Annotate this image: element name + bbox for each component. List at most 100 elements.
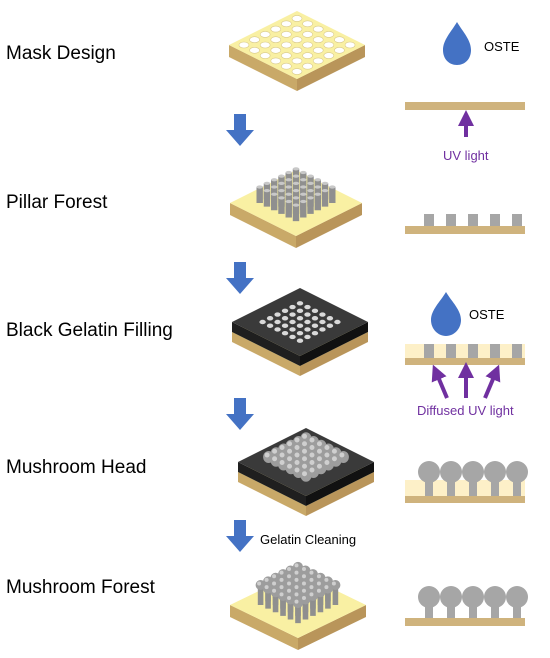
- mask-hole: [312, 47, 324, 54]
- mask-hole: [302, 20, 313, 28]
- pillar-top: [307, 181, 314, 185]
- pillar-top: [285, 170, 292, 175]
- substrate-mushroom-head: [238, 428, 374, 516]
- mushroom-highlight: [287, 588, 292, 593]
- pillar-top: [271, 185, 278, 189]
- mushroom-highlight: [309, 437, 315, 443]
- mushroom-highlight: [309, 452, 315, 458]
- substrate-pillar-forest: [230, 167, 362, 248]
- pillar-top: [274, 327, 281, 332]
- mushroom-highlight: [331, 581, 336, 586]
- pillar-top: [314, 185, 321, 189]
- pillar-top: [285, 199, 292, 204]
- cross-section-pillars: [405, 214, 525, 234]
- mask-hole: [323, 41, 335, 49]
- mushroom-stem: [447, 600, 455, 618]
- pillar-top: [271, 192, 278, 196]
- mushroom-highlight: [316, 581, 321, 586]
- mask-hole: [259, 41, 271, 49]
- mushroom-stem: [302, 601, 309, 620]
- mushroom-cap: [484, 461, 506, 483]
- mushroom-highlight: [294, 437, 300, 443]
- base-plate: [405, 358, 525, 365]
- pillar-top: [285, 178, 292, 182]
- mask-hole: [281, 62, 292, 70]
- mushroom-highlight: [309, 445, 315, 451]
- base-plate: [405, 102, 525, 110]
- pillar-top: [289, 312, 296, 317]
- oste-label-mid: OSTE: [469, 307, 505, 322]
- pillar-top: [300, 185, 307, 189]
- step-label-mask-design: Mask Design: [6, 43, 116, 64]
- pillar-top: [281, 331, 289, 336]
- mushroom-stem: [257, 587, 264, 605]
- mask-hole: [302, 62, 313, 70]
- pillar: [446, 214, 456, 226]
- pillar-top: [304, 312, 311, 317]
- pillar-top: [300, 192, 307, 196]
- pillar-top: [334, 319, 341, 325]
- mushroom-highlight: [294, 592, 299, 597]
- substrate-mask-design: [229, 11, 365, 91]
- mushroom-highlight: [294, 467, 300, 473]
- pillar: [468, 344, 478, 358]
- gelatin-right: [300, 322, 368, 366]
- mask-hole: [281, 41, 292, 49]
- mushroom-stem: [425, 480, 433, 496]
- pillar-top: [300, 199, 307, 204]
- mushroom-highlight: [272, 581, 277, 586]
- pillar: [424, 214, 434, 226]
- mask-hole: [312, 36, 324, 43]
- mushroom-highlight: [287, 448, 293, 454]
- mushroom-cap: [484, 586, 506, 608]
- mushroom-highlight: [294, 563, 299, 568]
- mushroom-stem: [332, 587, 339, 605]
- substrate-right: [298, 605, 366, 650]
- mask-hole: [291, 36, 303, 43]
- mushroom-stem: [287, 601, 294, 620]
- mushroom-highlight: [331, 456, 337, 462]
- base-plate: [405, 496, 525, 503]
- mushroom-highlight: [309, 459, 315, 465]
- mask-hole: [334, 47, 345, 54]
- substrate-left: [230, 203, 296, 248]
- uv-light-label: UV light: [443, 148, 489, 163]
- gelatin-right: [306, 462, 374, 506]
- mushroom-cap: [418, 461, 440, 483]
- mushroom-highlight: [287, 441, 293, 447]
- mushroom-highlight: [316, 441, 322, 447]
- mushroom-highlight: [324, 445, 330, 451]
- pillar: [278, 197, 285, 214]
- pillar-top: [266, 316, 274, 321]
- mushroom-highlight: [316, 588, 321, 593]
- mushroom-highlight: [272, 574, 277, 579]
- mushroom-highlight: [287, 566, 292, 571]
- pillar-top: [292, 196, 300, 200]
- mushroom-stem: [317, 594, 324, 613]
- mask-hole: [323, 52, 335, 59]
- pillar-top: [329, 185, 336, 189]
- pillar-top: [289, 334, 296, 340]
- mushroom-stem: [447, 480, 455, 496]
- mushroom-highlight: [302, 463, 307, 469]
- pillar: [512, 344, 522, 358]
- pillar-top: [319, 319, 326, 325]
- mushroom-highlight: [294, 599, 299, 604]
- pillar-top: [300, 170, 307, 175]
- mushroom-cap: [440, 586, 462, 608]
- flow-arrow-icon: [226, 114, 254, 146]
- mushroom-highlight: [294, 452, 300, 458]
- mask-hole: [291, 15, 303, 22]
- mask-hole: [291, 25, 303, 33]
- mushroom-stem: [513, 600, 521, 618]
- mushroom-highlight: [309, 467, 315, 473]
- mushroom-highlight: [309, 592, 314, 597]
- pillar-top: [311, 308, 319, 313]
- pillar-top: [311, 316, 319, 321]
- substrate-left: [232, 332, 300, 376]
- mushroom-stem: [469, 480, 477, 496]
- pillar: [490, 344, 500, 358]
- mushroom-highlight: [294, 445, 300, 451]
- substrate-left: [229, 45, 297, 91]
- pillar-top: [300, 178, 307, 182]
